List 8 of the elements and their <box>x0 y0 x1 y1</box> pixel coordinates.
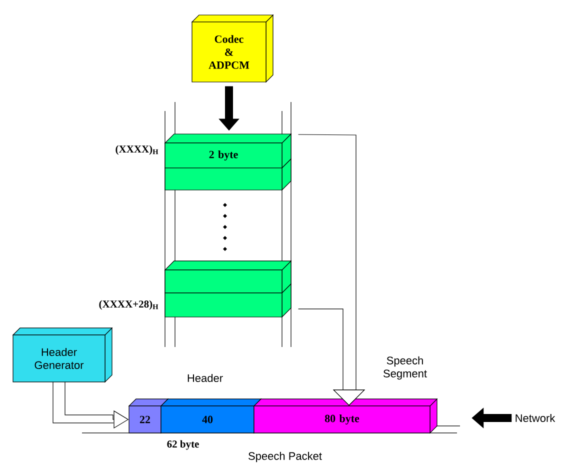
header-label: Header <box>188 374 223 382</box>
network-label: Network <box>516 414 556 422</box>
segment-label: Speech Segment <box>384 356 427 380</box>
arrow <box>298 308 366 406</box>
size-label: 62 byte <box>167 440 199 450</box>
packet-label: Speech Packet <box>248 452 322 462</box>
address-label: (XXXX+28)$_{H}$ <box>99 300 158 310</box>
address-label: (XXXX)$_{H}$ <box>116 145 158 155</box>
